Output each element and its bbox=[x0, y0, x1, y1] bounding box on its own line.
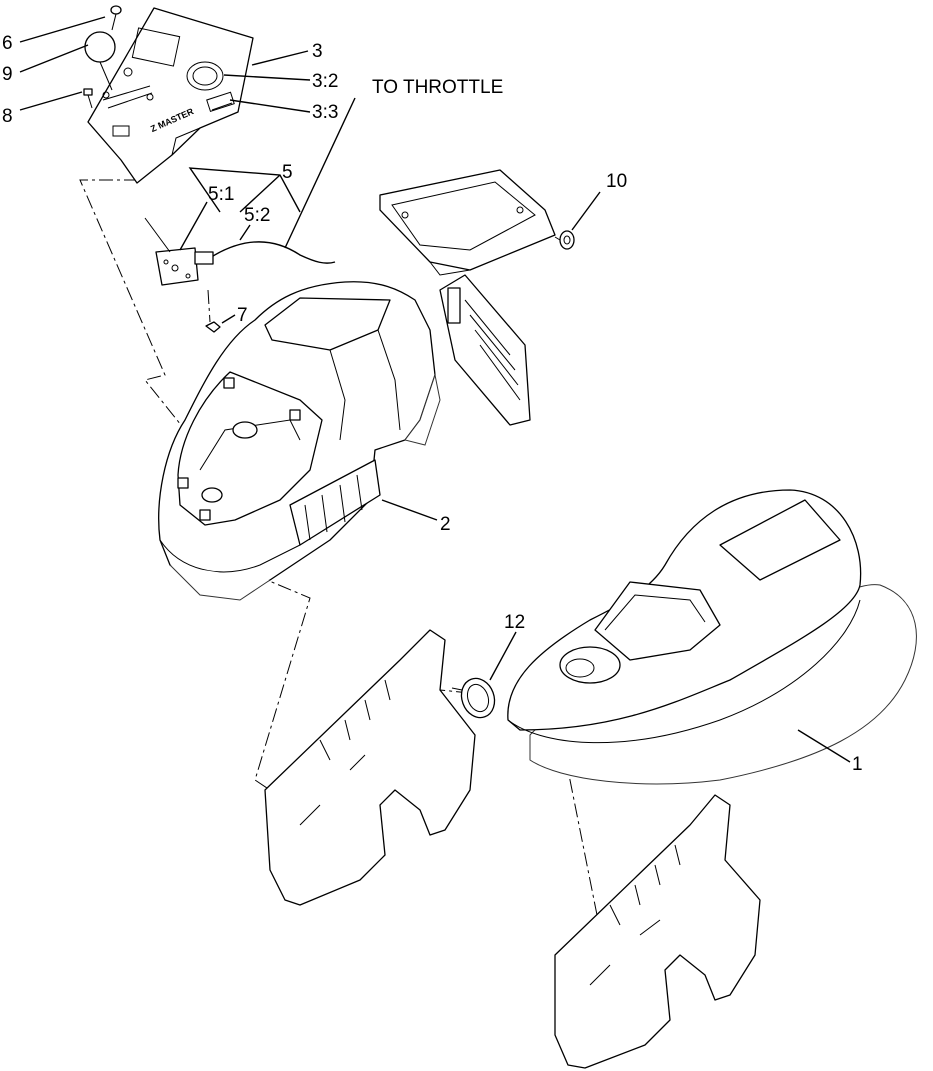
leader-lines bbox=[19, 16, 851, 763]
console-housing-part-2[interactable] bbox=[158, 281, 441, 601]
callout-3-3: 3:3 bbox=[312, 102, 338, 123]
callout-5-2: 5:2 bbox=[244, 205, 270, 226]
callout-5-1: 5:1 bbox=[208, 184, 234, 205]
louver-plate[interactable] bbox=[439, 274, 531, 426]
callout-2: 2 bbox=[440, 514, 451, 535]
callout-to-throttle: TO THROTTLE bbox=[372, 77, 503, 98]
callout-6: 6 bbox=[2, 33, 13, 54]
screw-part-8[interactable] bbox=[83, 88, 93, 109]
bracket-top-right[interactable] bbox=[379, 169, 556, 276]
shield-panel-left[interactable] bbox=[264, 629, 476, 906]
nut-part-7[interactable] bbox=[205, 321, 221, 333]
callout-7: 7 bbox=[237, 305, 248, 326]
seat-pan-part-1[interactable] bbox=[507, 489, 917, 785]
shield-panel-right[interactable] bbox=[554, 794, 761, 1069]
callout-5: 5 bbox=[282, 162, 293, 183]
callout-8: 8 bbox=[2, 106, 13, 127]
knob-part-6[interactable] bbox=[110, 5, 122, 31]
callout-3-2: 3:2 bbox=[312, 71, 338, 92]
callout-labels: 6 9 8 3 3:2 3:3 TO THROTTLE 5 5:1 5:2 7 … bbox=[2, 33, 863, 775]
callout-12: 12 bbox=[504, 612, 525, 633]
callout-9: 9 bbox=[2, 64, 13, 85]
clamp-part-12[interactable] bbox=[451, 674, 500, 723]
grommet-part-10[interactable] bbox=[554, 230, 575, 250]
throttle-control-part-5[interactable] bbox=[144, 217, 336, 286]
control-panel-part-3[interactable]: Z MASTER bbox=[87, 7, 254, 184]
callout-1: 1 bbox=[852, 754, 863, 775]
knob-part-9[interactable] bbox=[84, 31, 116, 91]
callout-3: 3 bbox=[312, 41, 323, 62]
callout-10: 10 bbox=[606, 171, 627, 192]
